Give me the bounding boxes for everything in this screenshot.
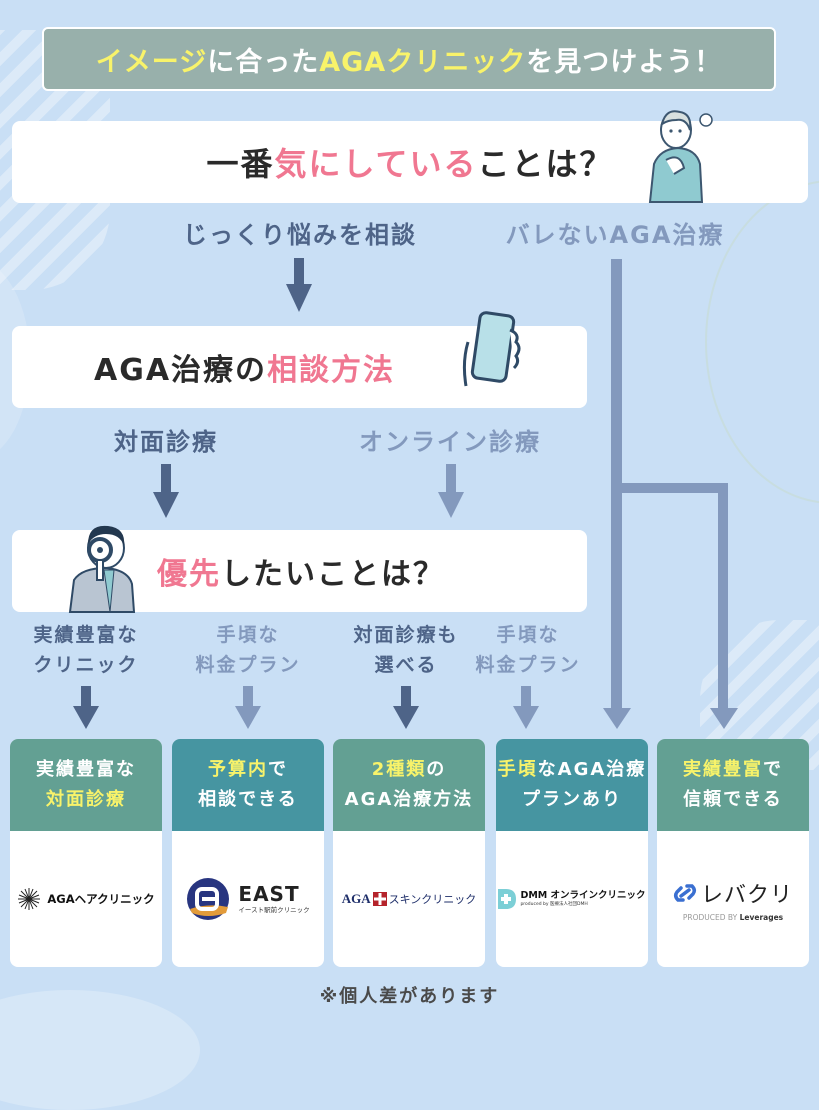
card-line-1: 実績豊富で <box>683 759 783 780</box>
card-header: 予算内で 相談できる <box>172 739 324 831</box>
clinic-subname: produced by 医療法人社団DMH <box>520 901 588 907</box>
clinic-name: レバクリ <box>700 882 793 908</box>
clinic-card-dmm[interactable]: 手頃なAGA治療 プランあり DMM オンラインクリニック produced b… <box>496 739 648 967</box>
arrow-face-to-face <box>153 464 179 518</box>
card-header: 2種類の AGA治療方法 <box>333 739 485 831</box>
option-discreet-treatment: バレないAGA治療 <box>505 221 725 249</box>
clinic-name: AGAヘアクリニック <box>47 892 155 906</box>
card-header: 実績豊富な 対面診療 <box>10 739 162 831</box>
clinic-card-east[interactable]: 予算内で 相談できる EAST イースト駅前クリニック <box>172 739 324 967</box>
option-line: 手頃な <box>216 624 280 646</box>
card-logo-area: レバクリ PRODUCED BY Leverages <box>657 831 809 967</box>
east-logo-icon <box>187 878 230 920</box>
link-logo-icon <box>673 883 696 902</box>
clinic-name: スキンクリニック <box>388 894 477 906</box>
clinic-card-aga-skin[interactable]: 2種類の AGA治療方法 AGA スキンクリニック <box>333 739 485 967</box>
red-cross-logo-icon <box>372 892 387 906</box>
card-line-1: 2種類の <box>371 759 447 780</box>
card-line-1: 手頃なAGA治療 <box>497 759 647 780</box>
arrow-online <box>438 464 464 518</box>
option-affordable-plan-1: 手頃な 料金プラン <box>178 620 318 680</box>
clinic-name: EAST <box>238 882 300 907</box>
smartphone-icon <box>462 311 521 387</box>
card-line-2: 相談できる <box>198 789 298 810</box>
card-header: 手頃なAGA治療 プランあり <box>496 739 648 831</box>
clinic-card-aga-hair[interactable]: 実績豊富な 対面診療 AGAヘアクリニック <box>10 739 162 967</box>
card-logo-area: AGAヘアクリニック <box>10 831 162 967</box>
option-line: 料金プラン <box>475 654 581 676</box>
title-banner: イメージ に合った AGAクリニック を見つけよう！ <box>42 27 776 91</box>
option-affordable-plan-2: 手頃な 料金プラン <box>458 620 598 680</box>
card-logo-area: AGA スキンクリニック <box>333 831 485 967</box>
option-line: 対面診療も <box>353 624 459 646</box>
clinic-card-levakuri[interactable]: 実績豊富で 信頼できる レバクリ PRODUCED BY Leverages <box>657 739 809 967</box>
individual-difference-note: ※個人差があります <box>319 986 500 1007</box>
thinking-man-icon <box>648 110 713 203</box>
option-face-to-face-selectable: 対面診療も 選べる <box>336 620 476 680</box>
question-1-pre: 一番 <box>206 145 275 183</box>
option-consult-thoroughly: じっくり悩みを相談 <box>183 221 417 249</box>
arrow-q1-to-q2 <box>286 258 312 312</box>
option-experienced-clinic: 実績豊富な クリニック <box>16 620 156 680</box>
card-logo-area: DMM オンラインクリニック produced by 医療法人社団DMH <box>496 831 648 967</box>
banner-part-2: に合った <box>207 46 320 78</box>
question-1-highlight: 気にしている <box>274 145 478 183</box>
card-line-1: 予算内で <box>208 759 288 780</box>
option-online: オンライン診療 <box>359 428 541 456</box>
clinic-name-prefix: AGA <box>341 891 371 906</box>
arrow-option-4 <box>513 686 539 729</box>
question-3-post: したいことは？ <box>221 557 445 592</box>
flow-lines <box>73 258 738 729</box>
option-line: 実績豊富な <box>33 624 139 646</box>
banner-part-4: を見つけよう！ <box>526 46 723 78</box>
option-line: クリニック <box>33 654 139 676</box>
option-line: 手頃な <box>496 624 560 646</box>
banner-part-3: AGAクリニック <box>319 46 527 78</box>
question-3-highlight: 優先 <box>157 557 221 592</box>
arrow-option-3 <box>393 686 419 729</box>
magnifier-man-icon <box>68 525 136 613</box>
clinic-name-block: DMM オンラインクリニック produced by 医療法人社団DMH <box>520 891 645 907</box>
option-line: 料金プラン <box>195 654 301 676</box>
card-line-2: AGA治療方法 <box>344 789 474 810</box>
dmm-logo-icon <box>498 889 517 909</box>
question-2-pre: AGA治療の <box>94 353 268 388</box>
option-face-to-face: 対面診療 <box>114 428 218 456</box>
arrow-option-1 <box>73 686 99 729</box>
option-line: 選べる <box>374 654 438 676</box>
clinic-name-row: レバクリ <box>673 877 793 909</box>
card-header: 実績豊富で 信頼できる <box>657 739 809 831</box>
card-line-2: 対面診療 <box>46 789 126 810</box>
clinic-subname: イースト駅前クリニック <box>238 906 310 915</box>
clinic-name: DMM オンラインクリニック <box>520 890 646 901</box>
card-logo-area: EAST イースト駅前クリニック <box>172 831 324 967</box>
clinic-name-block: EAST イースト駅前クリニック <box>238 884 309 914</box>
question-2-highlight: 相談方法 <box>267 353 396 388</box>
card-line-2: 信頼できる <box>683 789 783 810</box>
line-discreet-branch <box>603 259 738 729</box>
question-1-post: ことは？ <box>477 145 614 183</box>
card-line-2: プランあり <box>522 789 622 810</box>
clinic-subname: PRODUCED BY Leverages <box>682 912 784 922</box>
banner-part-1: イメージ <box>95 46 208 78</box>
starburst-logo-icon <box>18 888 41 910</box>
arrow-option-2 <box>235 686 261 729</box>
card-line-1: 実績豊富な <box>36 759 136 780</box>
